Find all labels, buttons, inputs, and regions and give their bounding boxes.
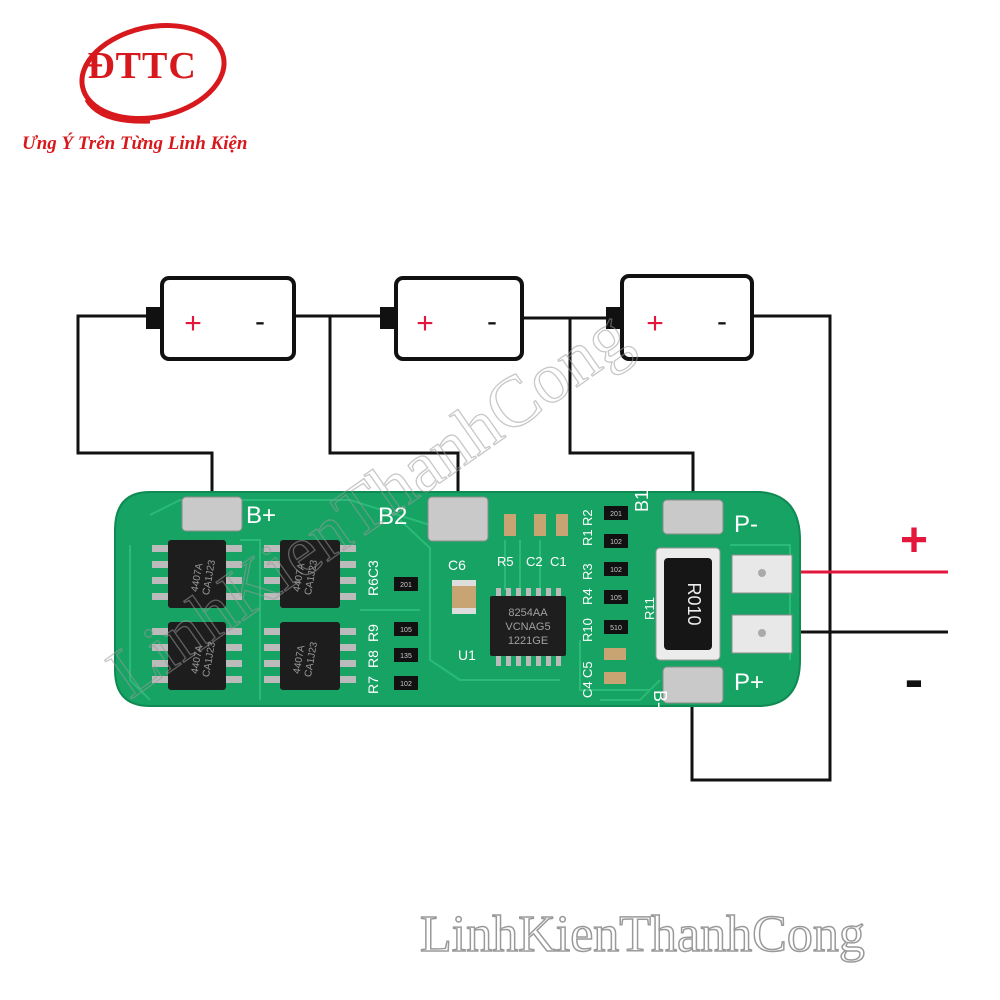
silkscreen-text: 105 [610,595,622,602]
silkscreen-text: VCNAG5 [505,621,550,633]
label-p-minus: P- [734,511,758,538]
wire-b-plus [76,314,214,500]
protection-ic: 8254AA VCNAG5 1221GE [490,588,566,666]
wire-b-minus [690,314,832,782]
silkscreen-text: 8254AA [508,607,548,619]
battery-plus-sign: + [416,307,434,340]
shunt-resistor: R010 [655,547,721,661]
silkscreen-text: R10 [580,618,595,642]
silkscreen-text: 102 [400,681,412,688]
output-minus-sign: - [905,647,924,710]
silkscreen-text: R3 [580,563,595,580]
smd-resistors: 201 105 135 102 201 102 102 510 105 [394,506,628,690]
output-pad-plus [731,554,793,594]
silkscreen-text: R9 [365,624,381,642]
silkscreen-text: R010 [684,582,704,625]
silkscreen-text: R8 [365,650,381,668]
silkscreen-text: 1221GE [508,635,548,647]
mosfet-chips: 4407A CA1J23 4407A CA1J23 4407A CA1J23 4… [152,540,356,690]
label-b2: B2 [378,503,407,530]
bottom-watermark: LinhKienThanhCong [419,905,865,964]
battery-cell: + - [606,274,754,361]
silkscreen-text: 201 [400,582,412,589]
silkscreen-text: C5 [580,661,595,678]
battery-cell: + - [380,276,524,361]
silkscreen-text: U1 [458,647,476,663]
wire-b1 [328,316,460,500]
silkscreen-text: C4 [580,681,595,698]
silkscreen-text: C6 [448,557,466,573]
pad-p-plus [662,666,724,704]
silkscreen-text: R6C3 [365,560,381,596]
silkscreen-text: 4407A [190,562,206,593]
label-b-minus: B- [650,690,670,708]
label-b-plus: B+ [246,502,276,529]
silkscreen-text: 4407A [292,644,308,675]
silkscreen-text: 510 [610,625,622,632]
pad-b2 [427,496,489,542]
silkscreen-text: R4 [580,588,595,605]
silkscreen-text: 102 [610,539,622,546]
battery-cell: + - [146,276,296,361]
silkscreen-text: C1 [550,554,567,569]
silkscreen-text: 105 [400,627,412,634]
silkscreen-labels: B+ B2 P- P+ B- B1 R6C3 R9 R8 R7 C6 U1 R5… [246,490,764,708]
silkscreen-text: 4407A [292,562,308,593]
silkscreen-text: R11 [642,597,657,620]
silkscreen-text: 201 [610,511,622,518]
battery-plus-sign: + [184,307,202,340]
pcb-board: 4407A CA1J23 4407A CA1J23 4407A CA1J23 4… [114,490,801,708]
silkscreen-text: 4407A [190,644,206,675]
battery-plus-sign: + [646,307,664,340]
battery-minus-sign: - [255,305,265,338]
logo-ring-graphic [79,23,227,124]
silkscreen-text: R5 [497,554,514,569]
pad-p-minus [662,499,724,535]
brand-logo: ĐTTC [40,14,290,164]
wire-b2 [568,318,695,500]
battery-minus-sign: - [717,305,727,338]
silkscreen-text: C2 [526,554,543,569]
silkscreen-text: 135 [400,653,412,660]
output-plus-sign: + [900,514,928,567]
silkscreen-text: R7 [365,676,381,694]
pad-b-plus [181,496,243,532]
label-b1: B1 [632,490,652,512]
silkscreen-text: R2 [580,509,595,526]
logo-text: ĐTTC [87,45,197,87]
battery-minus-sign: - [487,305,497,338]
silkscreen-text: R1 [580,529,595,546]
label-p-plus: P+ [734,669,764,696]
brand-slogan: Ưng Ý Trên Từng Linh Kiện [22,133,248,154]
silkscreen-text: 102 [610,567,622,574]
capacitors [452,514,626,684]
